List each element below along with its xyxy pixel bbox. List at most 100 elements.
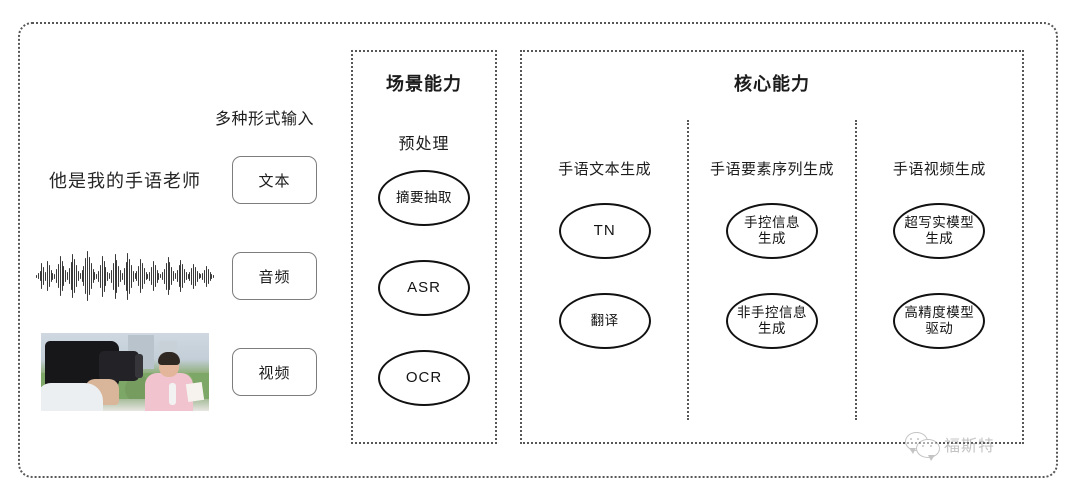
input-row: 他是我的手语老师 文本 (30, 145, 330, 215)
watermark: 福斯特 (905, 432, 996, 461)
core-node[interactable]: 手控信息 生成 (725, 203, 818, 259)
watermark-text: 福斯特 (944, 438, 996, 455)
waveform-bar (90, 263, 92, 289)
thumbnail-notepad (185, 381, 205, 403)
core-node[interactable]: 高精度模型 驱动 (893, 293, 986, 349)
waveform-bar (120, 270, 121, 282)
waveform-bar (43, 267, 45, 285)
waveform-bar (209, 271, 211, 281)
waveform-bar (109, 273, 110, 279)
waveform-bar (125, 261, 127, 291)
wechat-logo-icon (905, 432, 940, 461)
waveform-bar (88, 257, 90, 295)
waveform-bar (184, 269, 185, 283)
waveform-bar (156, 269, 158, 283)
core-node[interactable]: 超写实模型 生成 (893, 203, 986, 259)
waveform-bar (200, 274, 202, 278)
waveform-bar (96, 273, 98, 279)
waveform-bar (140, 259, 141, 293)
waveform-bar (141, 263, 143, 289)
waveform-bar (103, 260, 105, 292)
diagram-outer-frame (18, 22, 1058, 478)
waveform-bar (121, 272, 123, 280)
waveform-bar (149, 271, 151, 281)
waveform-bar (154, 265, 156, 287)
core-node-list: 手控信息 生成非手控信息 生成 (725, 203, 818, 349)
video-thumbnail-image (41, 333, 209, 411)
waveform-bar (182, 264, 183, 288)
waveform-bar (77, 271, 79, 281)
text-sample-cell: 他是我的手语老师 (30, 145, 220, 215)
waveform-bar (39, 271, 41, 281)
waveform-bar (79, 273, 81, 279)
waveform-bar (110, 269, 112, 283)
waveform-bar (98, 270, 99, 282)
waveform-bar (76, 265, 77, 287)
modality-box-text[interactable]: 文本 (232, 156, 317, 204)
scene-node[interactable]: OCR (378, 350, 470, 406)
core-node-list: TN 翻译 (558, 203, 651, 349)
waveform-bar (136, 271, 138, 281)
waveform-bar (143, 268, 145, 284)
thumbnail-reporter-hair (158, 352, 180, 365)
waveform-bar (129, 258, 130, 294)
scene-capability-section: 场景能力 预处理 摘要抽取 ASR OCR (351, 50, 497, 444)
waveform-bar (163, 268, 165, 284)
waveform-bar (152, 261, 154, 291)
core-column-title: 手语视频生成 (892, 161, 986, 178)
waveform-bar (67, 272, 68, 280)
waveform-bar (193, 263, 194, 289)
waveform-bar (213, 274, 215, 278)
core-column-title: 手语文本生成 (558, 161, 652, 178)
waveform-bar (204, 269, 205, 283)
modality-box-audio[interactable]: 音频 (232, 252, 317, 300)
waveform-bar (94, 272, 96, 280)
waveform-bar (68, 268, 70, 284)
waveform-bar (52, 272, 54, 280)
waveform-bar (35, 274, 37, 278)
waveform-bar (138, 266, 140, 286)
core-node[interactable]: 翻译 (558, 293, 651, 349)
waveform-bar (189, 271, 191, 281)
waveform-bar (107, 271, 109, 281)
waveform-bar (118, 265, 120, 287)
core-node[interactable]: 非手控信息 生成 (725, 293, 818, 349)
thumbnail-shoulder (41, 383, 103, 411)
input-row: 音频 (30, 241, 330, 311)
core-section-title: 核心能力 (734, 74, 810, 94)
scene-node[interactable]: 摘要抽取 (378, 170, 470, 226)
audio-sample-cell (30, 241, 220, 311)
waveform-bar (165, 262, 167, 290)
waveform-bar (202, 272, 204, 280)
waveform-bar (46, 261, 48, 291)
waveform-bar (207, 268, 209, 284)
waveform-bar (158, 272, 160, 280)
waveform-bar (211, 273, 213, 279)
waveform-bar (61, 261, 63, 291)
wechat-dot (930, 445, 933, 448)
video-sample-cell (30, 333, 220, 411)
wechat-dot (922, 445, 925, 448)
waveform-bar (194, 266, 196, 286)
waveform-bar (176, 270, 178, 282)
scene-node[interactable]: ASR (378, 260, 470, 316)
waveform-bar (132, 270, 134, 282)
modality-box-video[interactable]: 视频 (232, 348, 317, 396)
waveform-bar (185, 272, 187, 280)
core-node[interactable]: TN (558, 203, 651, 259)
scene-section-subtitle: 预处理 (398, 136, 450, 153)
wechat-dot (910, 438, 913, 441)
waveform-bar (174, 273, 176, 279)
waveform-bar (123, 267, 125, 285)
waveform-bar (171, 267, 173, 285)
wechat-dot (917, 438, 920, 441)
waveform-bar (54, 273, 56, 279)
core-column-title: 手语要素序列生成 (709, 161, 834, 178)
waveform-icon (35, 249, 215, 303)
scene-node-list: 摘要抽取 ASR OCR (353, 170, 495, 406)
waveform-bar (74, 259, 76, 293)
waveform-bar (169, 262, 171, 290)
waveform-bar (167, 257, 169, 295)
waveform-bar (112, 262, 114, 290)
scene-section-title: 场景能力 (386, 74, 462, 94)
